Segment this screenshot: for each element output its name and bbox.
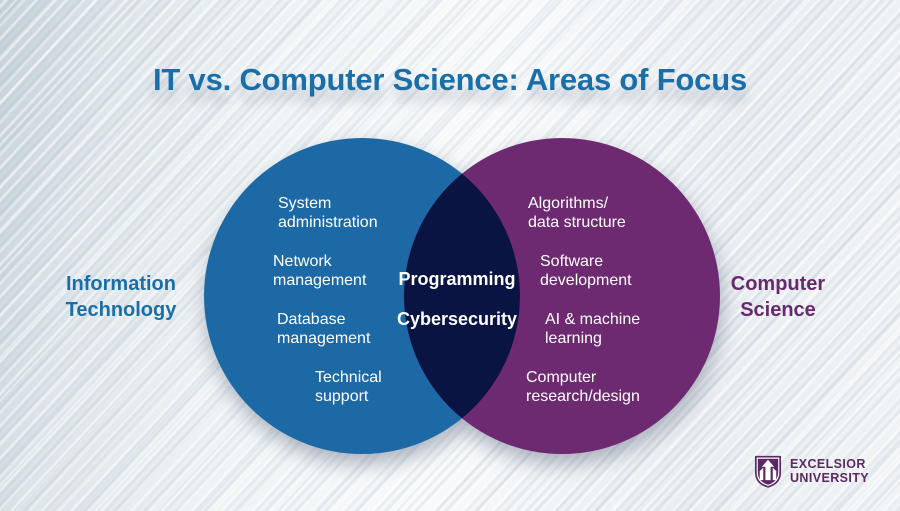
logo-name-line2: UNIVERSITY	[790, 470, 870, 485]
left-bar-glyph	[759, 467, 764, 481]
logo-wordmark: EXCELSIOR UNIVERSITY	[790, 457, 870, 485]
logo-name-line1: EXCELSIOR	[790, 457, 866, 471]
excelsior-shield-icon	[754, 455, 782, 488]
shield-inner-outline	[756, 457, 780, 486]
excelsior-logo: EXCELSIOR UNIVERSITY	[753, 455, 869, 488]
overlap-lens	[404, 173, 520, 419]
overlap-item-cybersecurity: Cybersecurity	[396, 309, 518, 329]
cs-item-ai-machine-learning: AI & machine learning	[545, 311, 641, 347]
cs-item-software-development: Software development	[540, 253, 632, 289]
page-title: IT vs. Computer Science: Areas of Focus	[153, 62, 747, 97]
it-side-label: Information Technology	[65, 273, 177, 321]
arrow-up-glyph	[761, 459, 775, 481]
it-item-technical-support: Technical support	[315, 369, 382, 405]
it-item-network-management: Network management	[273, 253, 367, 289]
it-item-database-management: Database management	[277, 311, 371, 347]
cs-side-label: Computer Science	[730, 273, 826, 321]
right-bar-glyph	[772, 467, 777, 481]
it-item-system-administration: System administration	[278, 195, 378, 231]
cs-item-algorithms-data-structure: Algorithms/ data structure	[528, 195, 626, 231]
cs-item-computer-research-design: Computer research/design	[526, 369, 640, 405]
overlap-item-programming: Programming	[398, 269, 516, 289]
